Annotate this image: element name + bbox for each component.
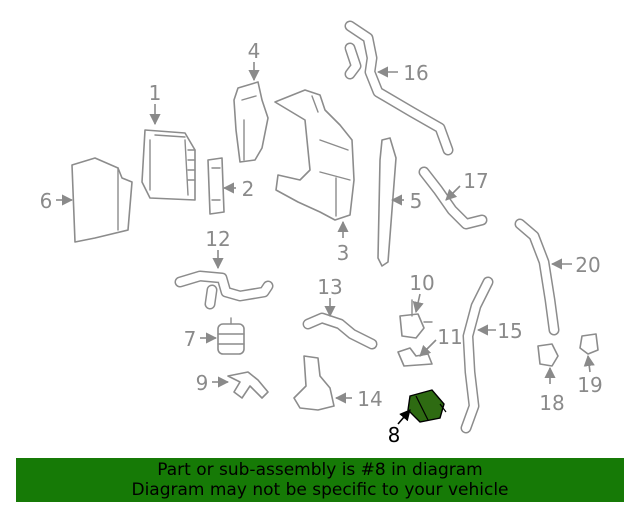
callout-5: 5 [410,189,423,213]
part-7-pump[interactable] [217,317,245,355]
part-13-hose[interactable] [302,312,378,350]
banner-line-part: Part or sub-assembly is #8 in diagram [157,460,483,480]
callout-17: 17 [463,169,488,193]
part-20-hose[interactable] [514,218,560,336]
callout-3: 3 [337,241,350,265]
part-15-hose[interactable] [460,276,494,434]
banner-line-disclaimer: Diagram may not be specific to your vehi… [131,480,509,500]
callout-13: 13 [317,275,342,299]
callout-16: 16 [403,61,428,85]
part-10-valve[interactable] [399,299,433,339]
callout-18: 18 [539,391,564,415]
part-18-clip[interactable] [537,343,559,367]
callout-6: 6 [40,189,53,213]
part-8-highlighted[interactable] [407,389,447,423]
callout-14: 14 [357,387,382,411]
callout-4: 4 [248,39,261,63]
part-19-clip[interactable] [579,333,599,355]
callout-10: 10 [409,271,434,295]
callout-labels: 1 2 3 4 5 6 7 8 9 10 11 12 13 14 15 16 1… [40,39,603,447]
callout-12: 12 [205,227,230,251]
callout-7: 7 [184,327,197,351]
part-4-bracket[interactable] [233,81,269,163]
callout-15: 15 [497,319,522,343]
callout-2: 2 [242,177,255,201]
callout-8: 8 [388,423,401,447]
callout-9: 9 [196,371,209,395]
part-11-bracket[interactable] [397,347,433,367]
callout-20: 20 [575,253,600,277]
part-1-module[interactable] [141,129,196,201]
callout-19: 19 [577,373,602,397]
part-12-hose[interactable] [174,270,274,310]
part-16-hose[interactable] [344,20,454,156]
part-5-strip[interactable] [377,137,397,267]
part-9-bracket[interactable] [227,371,269,399]
part-3-support[interactable] [274,89,355,221]
part-17-hose[interactable] [418,166,488,230]
leader-lines [56,62,595,425]
part-6-shield[interactable] [71,157,133,243]
callout-1: 1 [149,81,162,105]
info-banner: Part or sub-assembly is #8 in diagram Di… [16,458,624,502]
callout-11: 11 [437,325,462,349]
part-2-bracket[interactable] [207,157,225,215]
part-14-bracket[interactable] [293,355,335,411]
